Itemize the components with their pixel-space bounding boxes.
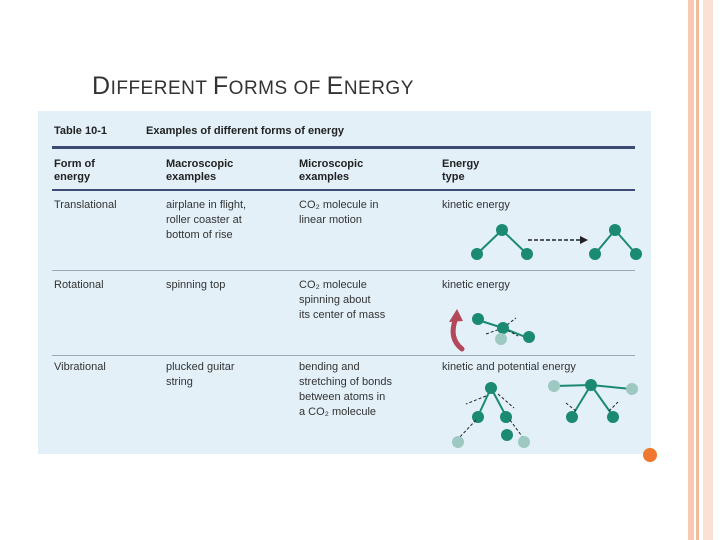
table-rule bbox=[52, 189, 635, 191]
row-rotational-macro: spinning top bbox=[166, 279, 226, 291]
carbon-atom bbox=[609, 224, 621, 236]
displaced-atom bbox=[548, 380, 560, 392]
oxygen-atom bbox=[521, 248, 533, 260]
displaced-atom bbox=[501, 429, 513, 441]
title-part: F bbox=[212, 72, 229, 100]
rotational-molecule-diagram bbox=[449, 309, 535, 352]
rotation-arrow-head bbox=[449, 309, 463, 322]
displaced-atom bbox=[626, 383, 638, 395]
title-part: NERGY bbox=[343, 78, 414, 99]
motion-arrow bbox=[465, 395, 487, 405]
motion-arrow bbox=[608, 401, 619, 412]
header-macroscopic: Macroscopic examples bbox=[166, 158, 234, 183]
rotation-arrow bbox=[450, 315, 465, 352]
bond bbox=[590, 384, 632, 390]
row-translational-type: kinetic energy bbox=[442, 199, 510, 211]
translational-molecule-diagram bbox=[471, 224, 642, 260]
row-vibrational-type: kinetic and potential energy bbox=[442, 361, 576, 373]
oxygen-atom bbox=[566, 411, 578, 423]
oxygen-atom bbox=[472, 313, 484, 325]
header-form: Form of energy bbox=[54, 158, 95, 183]
motion-arrow bbox=[565, 402, 577, 412]
vibrational-bending-diagram bbox=[452, 382, 530, 448]
slide-title: DIFFERENT FORMS OF ENERGY bbox=[92, 72, 414, 101]
row-vibrational-form: Vibrational bbox=[54, 361, 106, 373]
accent-dot bbox=[643, 448, 657, 462]
row-divider bbox=[52, 270, 635, 271]
row-vibrational-micro: bending and stretching of bonds between … bbox=[299, 361, 392, 418]
displaced-atom bbox=[518, 436, 530, 448]
energy-table: Table 10-1 Examples of different forms o… bbox=[38, 111, 651, 454]
header-energy-type: Energy type bbox=[442, 158, 480, 183]
row-rotational-form: Rotational bbox=[54, 279, 104, 291]
motion-arrow bbox=[485, 327, 504, 335]
motion-arrow bbox=[457, 419, 477, 440]
vibrational-stretching-diagram bbox=[548, 379, 638, 423]
row-translational-micro: CO₂ molecule in linear motion bbox=[299, 199, 379, 226]
oxygen-atom bbox=[471, 248, 483, 260]
oxygen-atom bbox=[589, 248, 601, 260]
row-vibrational-macro: plucked guitar string bbox=[166, 361, 235, 388]
carbon-atom bbox=[497, 322, 509, 334]
bond bbox=[554, 384, 592, 387]
slide-border-bar bbox=[703, 0, 713, 540]
motion-arrow-head bbox=[580, 236, 588, 244]
displaced-atom bbox=[452, 436, 464, 448]
table-number: Table 10-1 bbox=[54, 125, 107, 137]
carbon-atom bbox=[496, 224, 508, 236]
table-rule bbox=[52, 146, 635, 149]
carbon-atom bbox=[485, 382, 497, 394]
oxygen-atom bbox=[630, 248, 642, 260]
oxygen-atom bbox=[607, 411, 619, 423]
carbon-atom bbox=[585, 379, 597, 391]
title-part: E bbox=[326, 72, 344, 100]
oxygen-atom bbox=[500, 411, 512, 423]
title-part: IFFERENT bbox=[110, 78, 213, 99]
motion-arrow bbox=[509, 419, 525, 440]
row-rotational-type: kinetic energy bbox=[442, 279, 510, 291]
row-rotational-micro: CO₂ molecule spinning about its center o… bbox=[299, 279, 386, 321]
row-translational-macro: airplane in flight, roller coaster at bo… bbox=[166, 199, 247, 241]
rotated-atom bbox=[495, 333, 507, 345]
row-divider bbox=[52, 355, 635, 356]
row-translational-form: Translational bbox=[54, 199, 117, 211]
oxygen-atom bbox=[472, 411, 484, 423]
table-caption: Examples of different forms of energy bbox=[146, 125, 345, 137]
header-microscopic: Microscopic examples bbox=[299, 158, 364, 183]
slide-border-bar bbox=[688, 0, 694, 540]
oxygen-atom bbox=[523, 331, 535, 343]
title-part: ORMS OF bbox=[228, 78, 327, 99]
title-part: D bbox=[92, 72, 111, 100]
slide-border-bar bbox=[696, 0, 699, 540]
motion-arrow bbox=[497, 393, 515, 409]
